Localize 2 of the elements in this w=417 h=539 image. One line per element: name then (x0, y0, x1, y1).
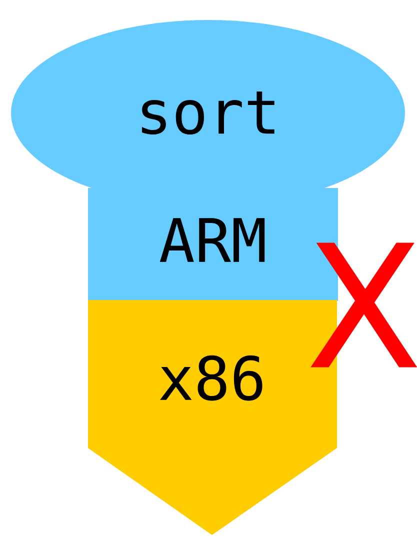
node-label: sort (142, 92, 274, 135)
node-label: ARM (160, 218, 265, 262)
